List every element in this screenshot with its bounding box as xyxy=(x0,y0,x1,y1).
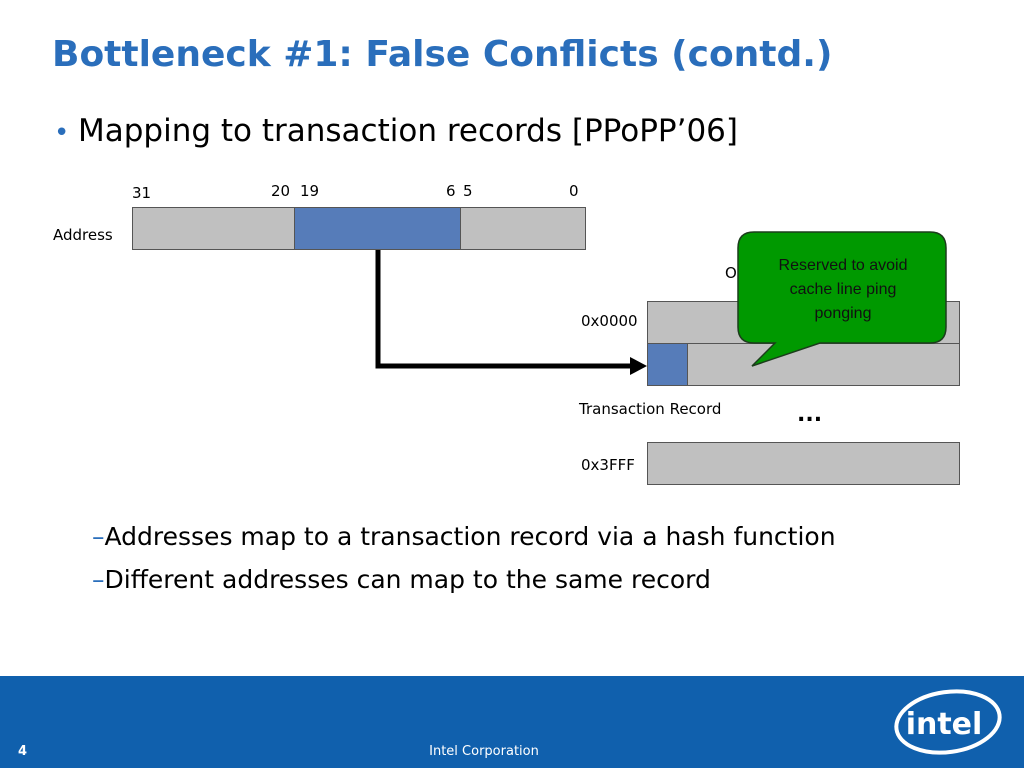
callout-line-3: ponging xyxy=(814,305,872,322)
sub-bullet-1-text: Addresses map to a transaction record vi… xyxy=(104,522,836,551)
bit-label-0: 0 xyxy=(569,182,579,200)
bit-label-31: 31 xyxy=(132,184,152,202)
obscured-label: O xyxy=(725,264,737,282)
table-end-address: 0x3FFF xyxy=(581,456,635,474)
address-label: Address xyxy=(53,226,113,244)
bit-label-5: 5 xyxy=(463,182,473,200)
dash-marker: – xyxy=(92,522,105,551)
address-hash-bits xyxy=(294,207,461,250)
callout-line-2: cache line ping xyxy=(789,281,897,298)
bit-label-19: 19 xyxy=(300,182,320,200)
footer-company: Intel Corporation xyxy=(429,744,539,759)
bit-label-6: 6 xyxy=(446,182,456,200)
address-high-bits xyxy=(132,207,295,250)
transaction-record-cell xyxy=(647,343,688,386)
callout-line-1: Reserved to avoid xyxy=(778,257,908,274)
intel-logo-text: intel xyxy=(906,707,983,742)
sub-bullet-2-text: Different addresses can map to the same … xyxy=(104,565,711,594)
address-low-bits xyxy=(460,207,586,250)
dash-marker: – xyxy=(92,565,105,594)
record-row-last xyxy=(647,442,960,485)
record-row-1 xyxy=(647,343,960,386)
table-ellipsis: ... xyxy=(797,402,823,427)
callout-text: Reserved to avoid cache line ping pongin… xyxy=(743,254,943,326)
bullet-marker: • xyxy=(54,118,70,148)
bit-label-20: 20 xyxy=(271,182,291,200)
transaction-record-label: Transaction Record xyxy=(579,400,722,418)
page-number: 4 xyxy=(18,744,28,759)
table-start-address: 0x0000 xyxy=(581,312,638,330)
main-bullet: Mapping to transaction records [PPoPP’06… xyxy=(78,113,738,149)
slide-title: Bottleneck #1: False Conflicts (contd.) xyxy=(52,34,833,75)
sub-bullet-2: –Different addresses can map to the same… xyxy=(92,565,711,594)
sub-bullet-1: –Addresses map to a transaction record v… xyxy=(92,522,836,551)
intel-logo-icon: intel xyxy=(894,689,1002,755)
footer-band xyxy=(0,676,1024,768)
